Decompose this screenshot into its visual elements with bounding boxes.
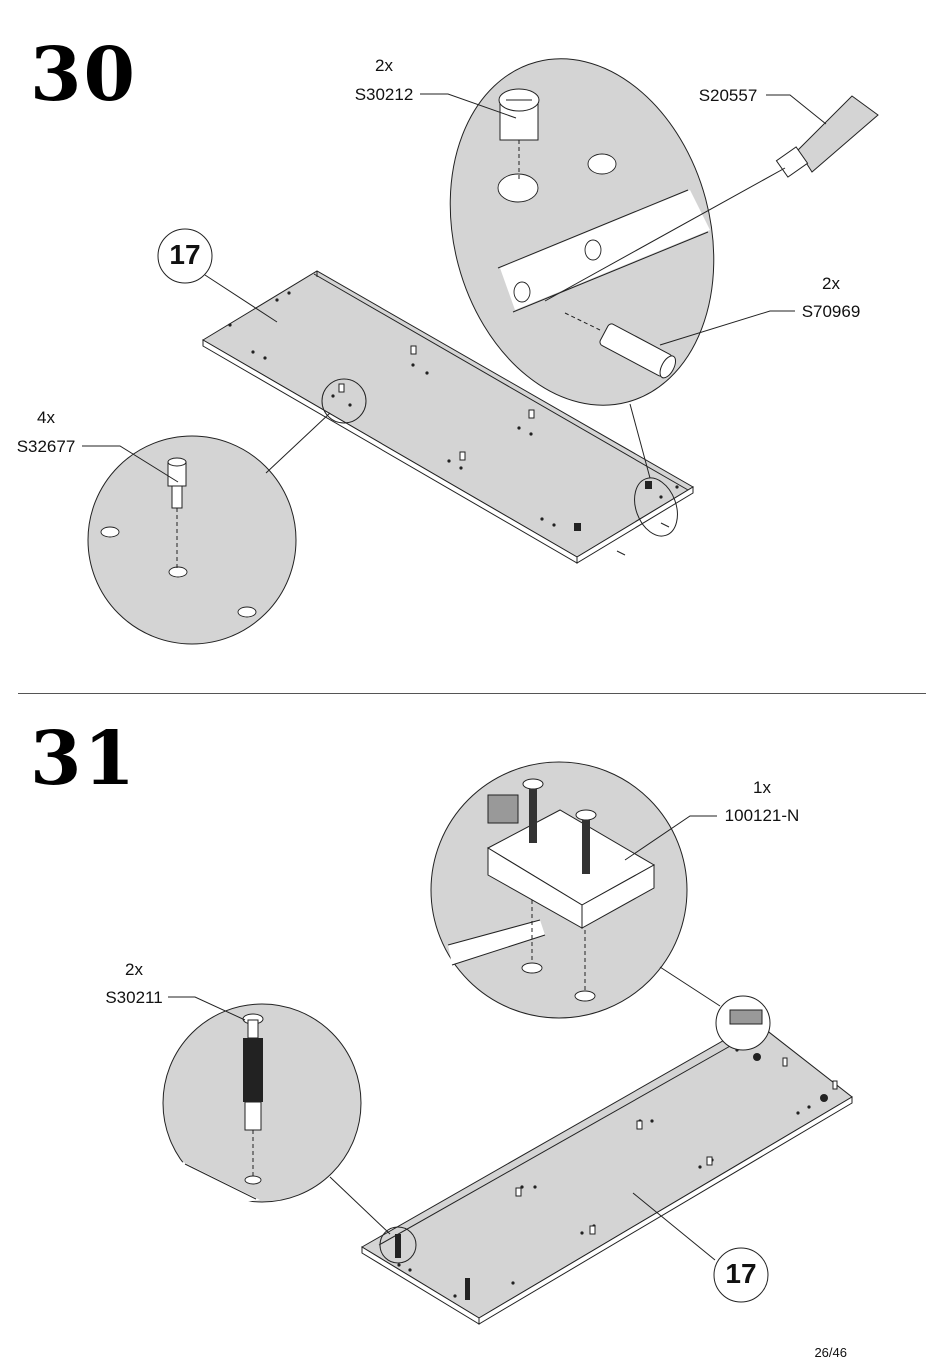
callout-code: S20557 [698,86,758,105]
zoom-circle-right-step31 [430,761,721,1019]
step-divider [18,693,926,694]
callout-code: S30212 [354,85,414,104]
part-17-badge-step31 [632,1192,769,1303]
page-number: 26/46 [814,1345,847,1360]
zoom-ellipse-right-step30 [449,58,715,479]
callout-qty: 2x [375,56,393,75]
part-17-badge-label: 17 [725,1258,757,1289]
step-31-number: 31 [30,716,137,802]
callout-qty: 1x [753,778,771,797]
glue-tube-icon [544,95,879,302]
step-30-number: 30 [30,32,137,118]
zoom-circle-left-step31 [162,1003,391,1235]
panel-17-step30 [202,270,694,564]
zoom-circle-left-step30 [87,412,331,645]
panel-17-step31 [361,995,853,1325]
step-31-artwork [162,761,853,1325]
callout-code: S70969 [801,302,861,321]
callout-qty: 2x [822,274,840,293]
callout-code: S30211 [105,988,163,1007]
callout-code: S32677 [16,437,76,456]
part-17-badge-step30 [157,228,278,323]
step-30-artwork [82,58,879,645]
callout-qty: 2x [125,960,143,979]
callout-code: 100121-N [724,806,800,825]
callout-qty: 4x [37,408,55,427]
part-17-badge-label: 17 [169,239,201,270]
